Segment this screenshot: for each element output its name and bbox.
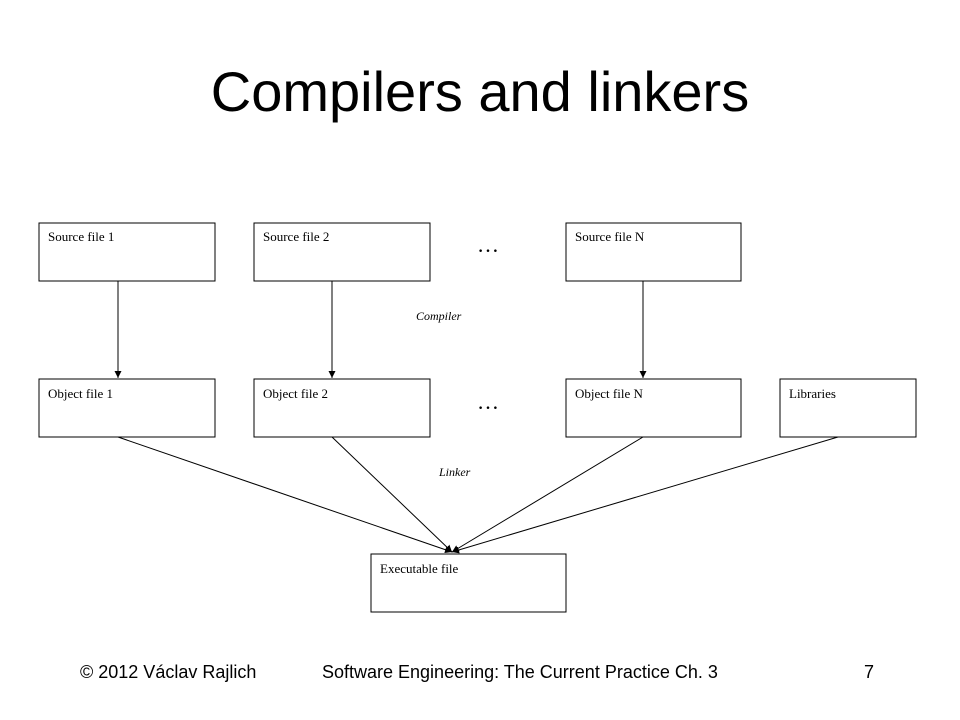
source-file-1-box: Source file 1 <box>38 222 216 282</box>
linker-label: Linker <box>438 465 471 479</box>
ellipsis-source: … <box>477 232 499 257</box>
executable-file-label: Executable file <box>380 561 459 576</box>
slide-title: Compilers and linkers <box>210 60 750 123</box>
object-file-n-label: Object file N <box>575 386 643 401</box>
ellipsis-object: … <box>477 389 499 414</box>
source-file-2-label: Source file 2 <box>263 229 329 244</box>
source-file-1-label: Source file 1 <box>48 229 114 244</box>
link-arrow-object-2 <box>331 436 453 553</box>
object-file-n-box: Object file N <box>565 378 742 438</box>
compiler-label: Compiler <box>416 309 462 323</box>
object-file-1-label: Object file 1 <box>48 386 113 401</box>
libraries-box: Libraries <box>779 378 917 438</box>
source-file-n-box: Source file N <box>565 222 742 282</box>
object-file-1-box: Object file 1 <box>38 378 216 438</box>
footer-book-title: Software Engineering: The Current Practi… <box>322 662 718 682</box>
footer-page-number: 7 <box>864 662 875 682</box>
link-arrow-object-1 <box>117 436 453 554</box>
object-file-2-label: Object file 2 <box>263 386 328 401</box>
executable-file-box: Executable file <box>370 553 567 613</box>
footer-copyright: © 2012 Václav Rajlich <box>80 662 257 682</box>
source-file-n-label: Source file N <box>575 229 645 244</box>
source-file-2-box: Source file 2 <box>253 222 431 282</box>
object-file-2-box: Object file 2 <box>253 378 431 438</box>
link-arrow-object-n <box>451 436 644 553</box>
libraries-label: Libraries <box>789 386 836 401</box>
link-arrow-libraries <box>451 436 839 554</box>
